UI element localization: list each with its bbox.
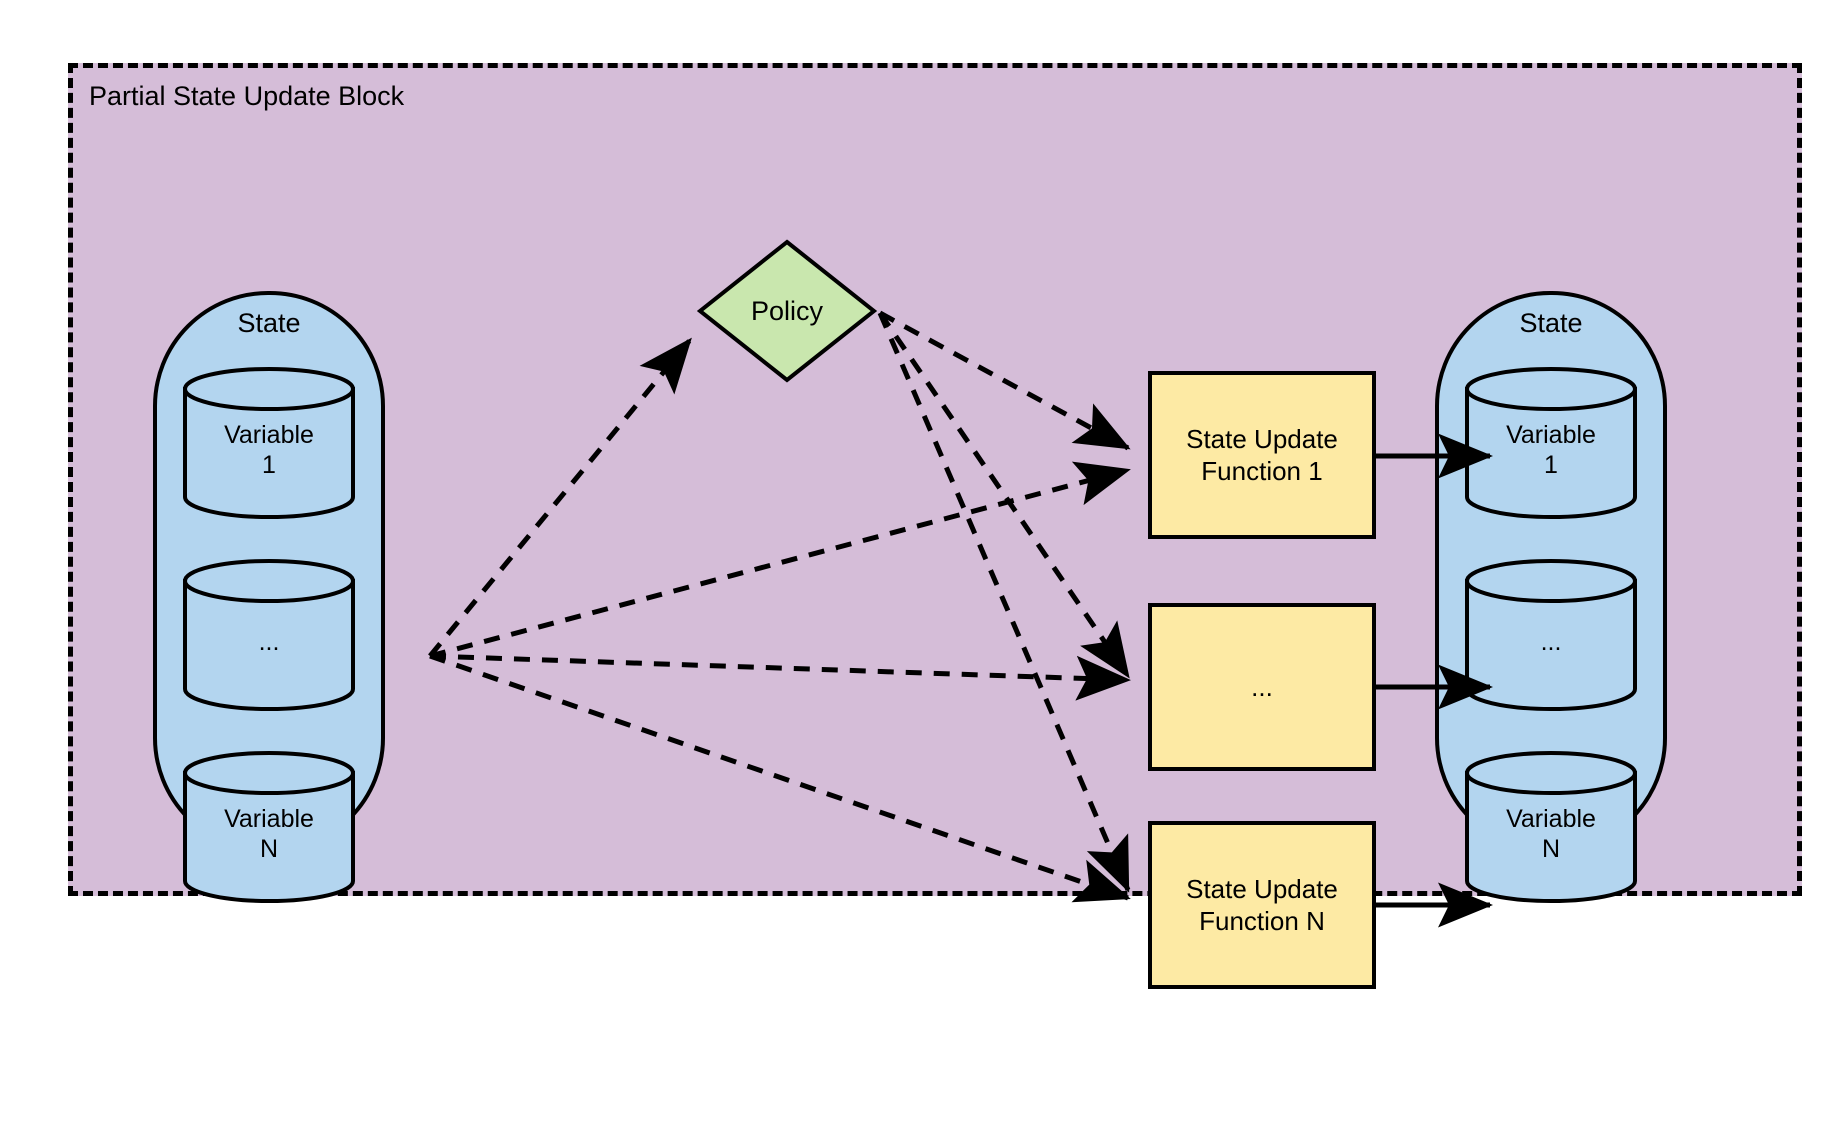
state-output-variable-n-cylinder: Variable N [1465,751,1637,903]
state-update-function-ellipsis-box: ... [1148,603,1376,771]
state-input-container: State Variable 1 ... [153,291,385,903]
state-update-function-1-box: State Update Function 1 [1148,371,1376,539]
state-input-label: State [237,308,301,338]
state-input-variable-1-cylinder: Variable 1 [183,367,355,519]
function-label-line1: State Update [1186,873,1338,904]
state-output-container: State Variable 1 ... [1435,291,1667,903]
function-label-line2: Function 1 [1201,456,1323,486]
function-label-line1: State Update [1186,423,1338,454]
state-output-variable-ellipsis-cylinder: ... [1465,559,1637,711]
state-output-label: State [1519,308,1583,338]
function-label-line1: ... [1251,671,1273,702]
function-label-line2: Function N [1199,906,1325,936]
state-output-variable-1-cylinder: Variable 1 [1465,367,1637,519]
block-title: Partial State Update Block [89,81,405,111]
state-update-function-n-box: State Update Function N [1148,821,1376,989]
state-input-variable-n-cylinder: Variable N [183,751,355,903]
policy-node: Policy [697,239,877,383]
state-input-variable-ellipsis-cylinder: ... [183,559,355,711]
